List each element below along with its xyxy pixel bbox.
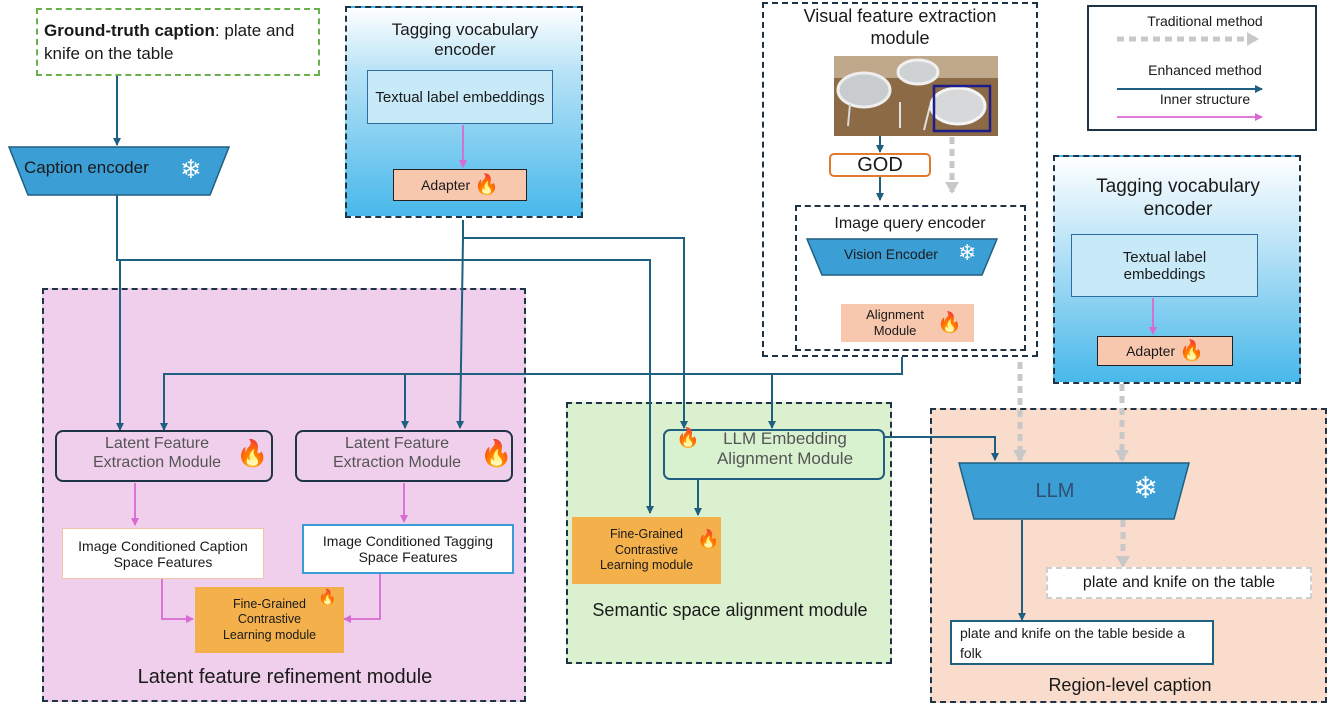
snowflake-icon: ❄ [958, 240, 977, 265]
llm-embedding-alignment [663, 429, 885, 480]
legend-traditional-label: Traditional method [1147, 13, 1263, 29]
enhanced-output: plate and knife on the table beside a fo… [950, 620, 1214, 665]
fire-icon: 🔥 [937, 312, 962, 334]
latent-feature-extraction-2 [295, 430, 513, 482]
llm-embedding-alignment-label: LLM Embedding Alignment Module [716, 429, 854, 469]
latent-feature-extraction-1-label: Latent Feature Extraction Module [92, 435, 222, 472]
legend-inner-label: Inner structure [1159, 91, 1251, 107]
llm-label: LLM [1035, 480, 1075, 502]
ground-truth-caption-text: Ground-truth caption: plate and knife on… [44, 21, 295, 63]
traditional-output: plate and knife on the table [1046, 567, 1312, 599]
caption-encoder-label: Caption encoder [24, 158, 149, 177]
region-caption-panel-title: Region-level caption [1048, 675, 1212, 695]
caption-encoder-shape [8, 146, 230, 196]
adapter-left: Adapter 🔥 [393, 169, 527, 201]
alignment-module: Alignment Module 🔥 [841, 304, 974, 342]
visual-feature-title: Visual feature extraction module [803, 6, 997, 48]
textual-label-embeddings-left: Textual label embeddings [367, 70, 553, 124]
ground-truth-caption-box [36, 8, 320, 76]
legend-panel [1087, 5, 1317, 131]
tagging-vocab-right-title: Tagging vocabulary encoder [1096, 176, 1260, 220]
fire-icon: 🔥 [236, 438, 269, 468]
snowflake-icon: ❄ [180, 154, 202, 184]
god-box: GOD [829, 153, 931, 177]
vision-encoder-label: Vision Encoder [844, 246, 938, 262]
legend-enhanced-label: Enhanced method [1148, 62, 1262, 78]
image-query-encoder-title: Image query encoder [834, 215, 986, 232]
semantic-space-panel-title: Semantic space alignment module [592, 600, 868, 620]
vision-encoder-shape [806, 238, 998, 276]
fgcl-module-left: Fine-Grained Contrastive Learning module [195, 587, 344, 653]
fire-icon: 🔥 [676, 428, 700, 449]
adapter-right: Adapter 🔥 [1097, 336, 1233, 366]
fgcl-module-semantic: Fine-Grained Contrastive Learning module [572, 517, 721, 584]
latent-feature-extraction-2-label: Latent Feature Extraction Module [332, 435, 462, 472]
llm-shape [958, 462, 1190, 520]
snowflake-icon: ❄ [1133, 472, 1159, 505]
table-photo [834, 56, 998, 136]
fire-icon: 🔥 [318, 589, 337, 606]
fire-icon: 🔥 [474, 174, 499, 196]
textual-label-embeddings-right: Textual label embeddings [1071, 234, 1258, 297]
fire-icon: 🔥 [697, 529, 720, 549]
latent-feature-extraction-1 [55, 430, 273, 482]
caption-space-features: Image Conditioned Caption Space Features [62, 528, 264, 579]
latent-feature-panel-title: Latent feature refinement module [137, 666, 433, 688]
fire-icon: 🔥 [1179, 340, 1204, 362]
tagging-vocab-left-title: Tagging vocabulary encoder [391, 20, 539, 60]
fire-icon: 🔥 [480, 438, 513, 468]
tagging-space-features: Image Conditioned Tagging Space Features [302, 524, 514, 574]
